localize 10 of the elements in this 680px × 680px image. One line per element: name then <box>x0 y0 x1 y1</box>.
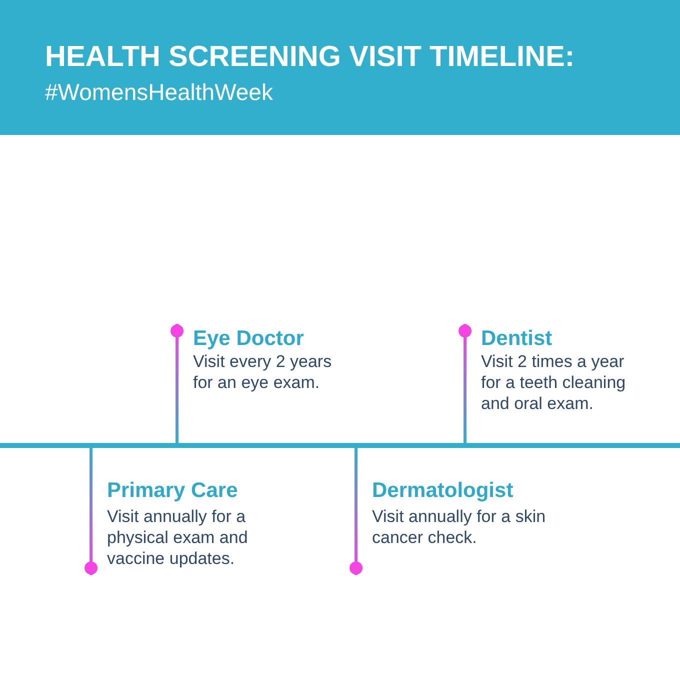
milestone-heading: Eye Doctor <box>193 327 305 351</box>
milestone-heading: Dentist <box>481 327 554 351</box>
title: HEALTH SCREENING VISIT TIMELINE: <box>45 40 575 74</box>
milestone-description: Visit 2 times a year for a teeth cleaning and oral exam. <box>481 351 627 414</box>
milestone-heading: Primary Care <box>107 479 239 503</box>
milestone-description: Visit every 2 years for an eye exam. <box>193 351 333 393</box>
milestone-description: Visit annually for a skin cancer check. <box>372 506 547 548</box>
subtitle-hashtag: #WomensHealthWeek <box>45 78 273 106</box>
milestone-description: Visit annually for a physical exam and vaccine updates. <box>107 506 249 569</box>
milestone-heading: Dermatologist <box>372 479 514 503</box>
